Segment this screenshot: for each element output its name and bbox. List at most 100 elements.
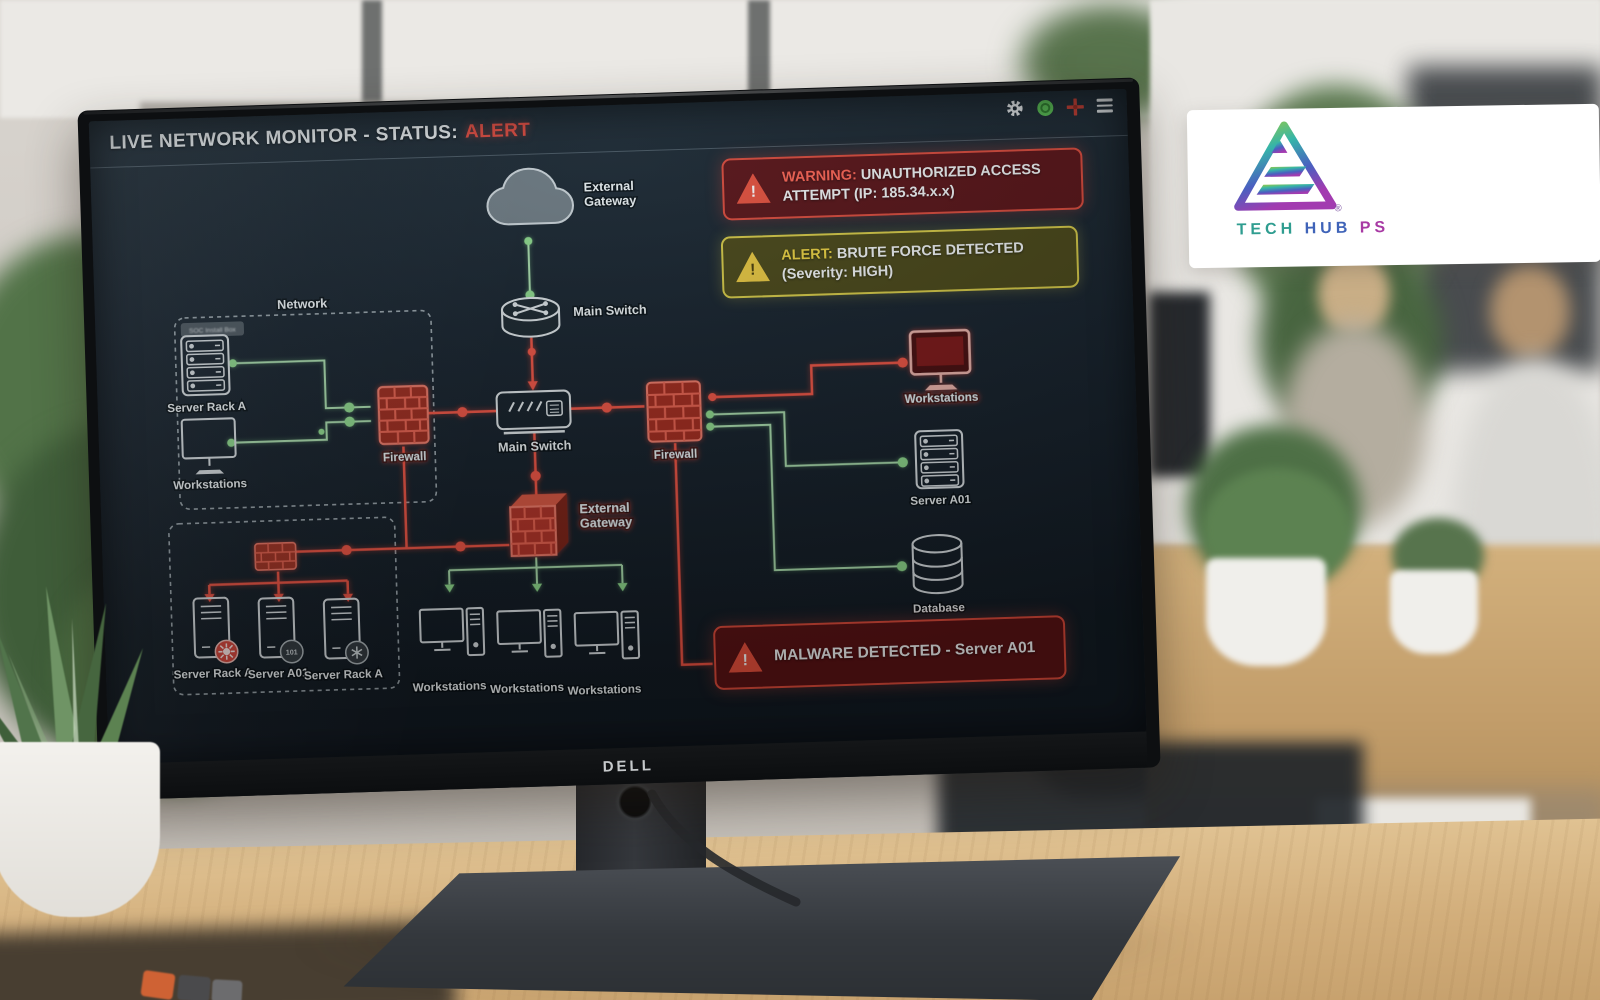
switch-label: Main Switch bbox=[498, 437, 572, 454]
danger-connections bbox=[207, 337, 903, 667]
server-group-box bbox=[168, 516, 401, 696]
svg-text:101: 101 bbox=[286, 648, 298, 656]
logo-wordmark: TECH HUB PS bbox=[1237, 219, 1390, 239]
tower-server-icon bbox=[322, 597, 362, 660]
external-gateway-bottom-node[interactable]: ExternalGateway bbox=[509, 491, 634, 558]
gear-icon[interactable] bbox=[1006, 99, 1025, 118]
desktop-monitor-icon bbox=[573, 610, 620, 647]
desktop-stand bbox=[589, 644, 606, 655]
tech-hub-ps-logo: ® bbox=[1234, 121, 1343, 214]
router-label: Main Switch bbox=[573, 302, 647, 319]
desktop-monitor-icon bbox=[496, 609, 542, 646]
rack-server-1[interactable]: Server Rack A bbox=[171, 596, 255, 683]
registered-mark: ® bbox=[1334, 203, 1342, 214]
tech-hub-ps-logo-card: ® TECH HUB PS bbox=[1186, 103, 1600, 269]
firewall-top-face bbox=[510, 493, 567, 508]
server-rack-a-label: Server Rack A bbox=[167, 400, 247, 415]
server-a01-label: Server A01 bbox=[910, 493, 972, 508]
bottom-workstation-2[interactable]: Workstations bbox=[488, 608, 566, 698]
switch-ports bbox=[508, 400, 543, 413]
database-label: Database bbox=[913, 601, 966, 616]
plant-pot bbox=[1206, 558, 1326, 666]
bottom-workstation-1[interactable]: Workstations bbox=[410, 606, 489, 696]
firewall-bricks bbox=[647, 381, 702, 442]
dell-logo: DELL bbox=[602, 756, 655, 776]
server-rack-a-node[interactable]: Server Rack A bbox=[165, 334, 248, 417]
server-rack-icon bbox=[180, 334, 231, 397]
alert-triangle-icon: ! bbox=[735, 251, 770, 282]
workstations-left-node[interactable]: Workstations bbox=[171, 417, 249, 494]
cloud-icon bbox=[486, 167, 574, 226]
monitor-icon bbox=[180, 417, 237, 460]
group-corner-tag bbox=[180, 321, 245, 338]
desk-item bbox=[140, 969, 176, 1000]
firewall-right-label: Firewall bbox=[654, 448, 698, 462]
window-frame bbox=[748, 0, 770, 104]
workstations-right-node[interactable]: Workstations bbox=[902, 328, 981, 408]
menu-icon[interactable] bbox=[1096, 98, 1113, 113]
switch-icon bbox=[495, 389, 572, 431]
bottom-workstation-3[interactable]: Workstations bbox=[565, 610, 644, 699]
plant-pot-foreground bbox=[0, 742, 160, 917]
switch-panel bbox=[545, 400, 563, 417]
rack-server-2[interactable]: 101 Server A01 bbox=[245, 596, 311, 683]
alert-message: MALWARE DETECTED - Server A01 bbox=[773, 639, 1036, 665]
rack-server-3[interactable]: Server Rack A bbox=[302, 597, 385, 684]
virus-badge-icon bbox=[214, 639, 239, 664]
desktop-tower-icon bbox=[620, 610, 641, 660]
plant-pot bbox=[1390, 570, 1478, 654]
network-diagram: Network SOC Install Box bbox=[165, 165, 981, 699]
tower-server-icon bbox=[257, 596, 296, 659]
window-frame bbox=[362, 0, 382, 112]
alert-label: WARNING: bbox=[781, 167, 858, 186]
database-node[interactable]: Database bbox=[911, 534, 967, 617]
database-icon bbox=[911, 542, 964, 595]
firewall-left-label: Firewall bbox=[383, 450, 427, 464]
group-firewall-node[interactable] bbox=[254, 541, 297, 571]
warning-triangle-icon: ! bbox=[728, 642, 763, 673]
title-prefix: LIVE NETWORK MONITOR - STATUS: bbox=[109, 121, 459, 154]
cable bbox=[638, 786, 818, 921]
server-a01-node[interactable]: Server A01 bbox=[908, 429, 973, 509]
external-gateway-bottom-label: ExternalGateway bbox=[579, 500, 632, 531]
firewall-bricks bbox=[378, 386, 429, 444]
desktop-stand bbox=[511, 643, 528, 653]
background-monitor bbox=[1148, 292, 1210, 477]
firewall-right-node[interactable]: Firewall bbox=[645, 380, 703, 464]
switch-panel-lines bbox=[549, 404, 560, 413]
router-arrows bbox=[512, 301, 549, 317]
status-dot-icon[interactable] bbox=[1037, 99, 1055, 117]
desk-item bbox=[176, 974, 212, 1000]
desktop-stand bbox=[434, 641, 451, 652]
rack-server-1-label: Server Rack A bbox=[173, 666, 253, 681]
firewall-icon bbox=[377, 384, 430, 446]
screen: Network SOC Install Box bbox=[88, 88, 1147, 765]
status-badge: ALERT bbox=[464, 119, 531, 143]
desktop-tower-icon bbox=[465, 606, 486, 657]
alert-malware[interactable]: ! MALWARE DETECTED - Server A01 bbox=[713, 615, 1067, 691]
alert-brute-force[interactable]: ! ALERT: BRUTE FORCE DETECTED (Severity:… bbox=[720, 225, 1080, 299]
switch-base bbox=[503, 429, 565, 435]
warning-triangle-icon: ! bbox=[736, 173, 771, 204]
alert-monitor-screen bbox=[916, 336, 964, 367]
monitor-base bbox=[924, 384, 958, 391]
external-gateway-cloud-node[interactable]: ExternalGateway bbox=[486, 165, 638, 226]
workstations-left-label: Workstations bbox=[173, 477, 248, 492]
firewall-left-node[interactable]: Firewall bbox=[377, 384, 430, 466]
logo-word-ps: PS bbox=[1359, 219, 1390, 237]
tower-server-icon bbox=[192, 596, 231, 659]
alert-unauthorized-access[interactable]: ! WARNING: UNAUTHORIZED ACCESS ATTEMPT (… bbox=[721, 146, 1085, 221]
firewall-bricks bbox=[255, 542, 297, 570]
crosshair-icon[interactable] bbox=[1066, 97, 1085, 116]
rack-server-2-label: Server A01 bbox=[248, 666, 310, 681]
main-switch-device-node[interactable]: Main Switch bbox=[495, 389, 573, 456]
firewall-icon bbox=[645, 380, 703, 443]
bottom-workstation-3-label: Workstations bbox=[567, 682, 642, 697]
snowflake-badge-icon bbox=[344, 640, 369, 665]
monitor-stand-base bbox=[343, 856, 1181, 1000]
monitor: Network SOC Install Box bbox=[77, 77, 1161, 801]
firewall-bricks bbox=[510, 506, 557, 556]
monitor-base bbox=[195, 469, 225, 475]
main-switch-router-node[interactable]: Main Switch bbox=[500, 294, 648, 338]
workstations-right-label: Workstations bbox=[904, 391, 979, 406]
